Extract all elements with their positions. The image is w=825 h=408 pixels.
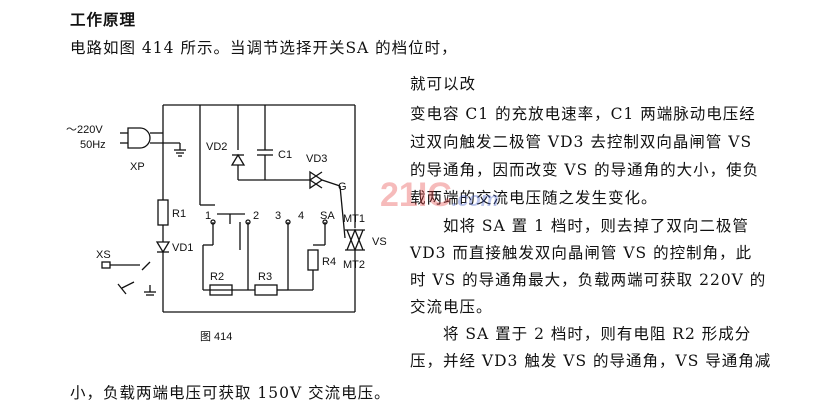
resistor-r3 bbox=[254, 284, 278, 296]
svg-text:3: 3 bbox=[275, 210, 281, 222]
svg-text:R2: R2 bbox=[210, 271, 224, 283]
text-line: 小，负载两端电压可获取 150V 交流电压。 bbox=[70, 384, 391, 402]
svg-text:VD1: VD1 bbox=[172, 242, 193, 254]
section-title: 工作原理 bbox=[70, 10, 137, 29]
svg-text:50Hz: 50Hz bbox=[80, 139, 106, 151]
svg-text:R3: R3 bbox=[258, 271, 272, 283]
text-line: 变电容 C1 的充放电速率，C1 两端脉动电压经 bbox=[410, 105, 756, 123]
svg-text:MT1: MT1 bbox=[343, 213, 365, 225]
svg-text:1: 1 bbox=[205, 210, 211, 222]
svg-text:R1: R1 bbox=[172, 208, 186, 220]
text-line: 载两端的交流电压随之发生变化。 bbox=[410, 189, 658, 207]
text-line: 就可以改 bbox=[410, 75, 477, 93]
svg-text:G: G bbox=[338, 181, 347, 193]
svg-text:SA: SA bbox=[320, 210, 335, 222]
text-line: 过双向触发二极管 VD3 去控制双向晶闸管 VS bbox=[410, 133, 753, 151]
text-line: 如将 SA 置 1 档时，则去掉了双向二极管 bbox=[410, 217, 749, 235]
resistor-r2 bbox=[209, 284, 233, 296]
svg-text:XP: XP bbox=[130, 161, 145, 173]
text-line: 时 VS 的导通角最大，负载两端可获取 220V 的 bbox=[410, 271, 767, 289]
intro-line: 电路如图 414 所示。当调节选择开关SA 的档位时， bbox=[70, 39, 458, 57]
text-line: VD3 而直接触发双向晶闸管 VS 的控制角，此 bbox=[410, 244, 753, 262]
text-line: 压，并经 VD3 触发 VS 的导通角，VS 导通角减 bbox=[410, 352, 772, 370]
svg-text:VD2: VD2 bbox=[206, 141, 227, 153]
diac-vd3 bbox=[308, 170, 324, 190]
watermark-logo: 21IC.com bbox=[380, 176, 499, 214]
svg-text:VS: VS bbox=[372, 236, 387, 248]
svg-text:MT2: MT2 bbox=[343, 259, 365, 271]
led-vd1 bbox=[155, 241, 171, 254]
svg-text:VD3: VD3 bbox=[306, 153, 327, 165]
text-line: 交流电压。 bbox=[410, 298, 493, 316]
svg-text:R4: R4 bbox=[322, 256, 336, 268]
svg-text:XS: XS bbox=[96, 249, 111, 261]
svg-text:2: 2 bbox=[253, 210, 259, 222]
resistor-r4 bbox=[307, 249, 319, 271]
svg-text:4: 4 bbox=[298, 210, 304, 222]
resistor-r1 bbox=[157, 199, 169, 226]
diode-vd2 bbox=[230, 153, 246, 166]
text-line: 的导通角，因而改变 VS 的导通角的大小，使负 bbox=[410, 161, 760, 179]
svg-text:～220V: ～220V bbox=[66, 124, 103, 136]
figure-caption: 图 414 bbox=[200, 330, 232, 343]
triac-vs bbox=[345, 228, 365, 252]
svg-text:C1: C1 bbox=[278, 149, 292, 161]
text-line: 将 SA 置于 2 档时，则有电阻 R2 形成分 bbox=[410, 325, 752, 343]
plug-icon bbox=[120, 104, 355, 157]
